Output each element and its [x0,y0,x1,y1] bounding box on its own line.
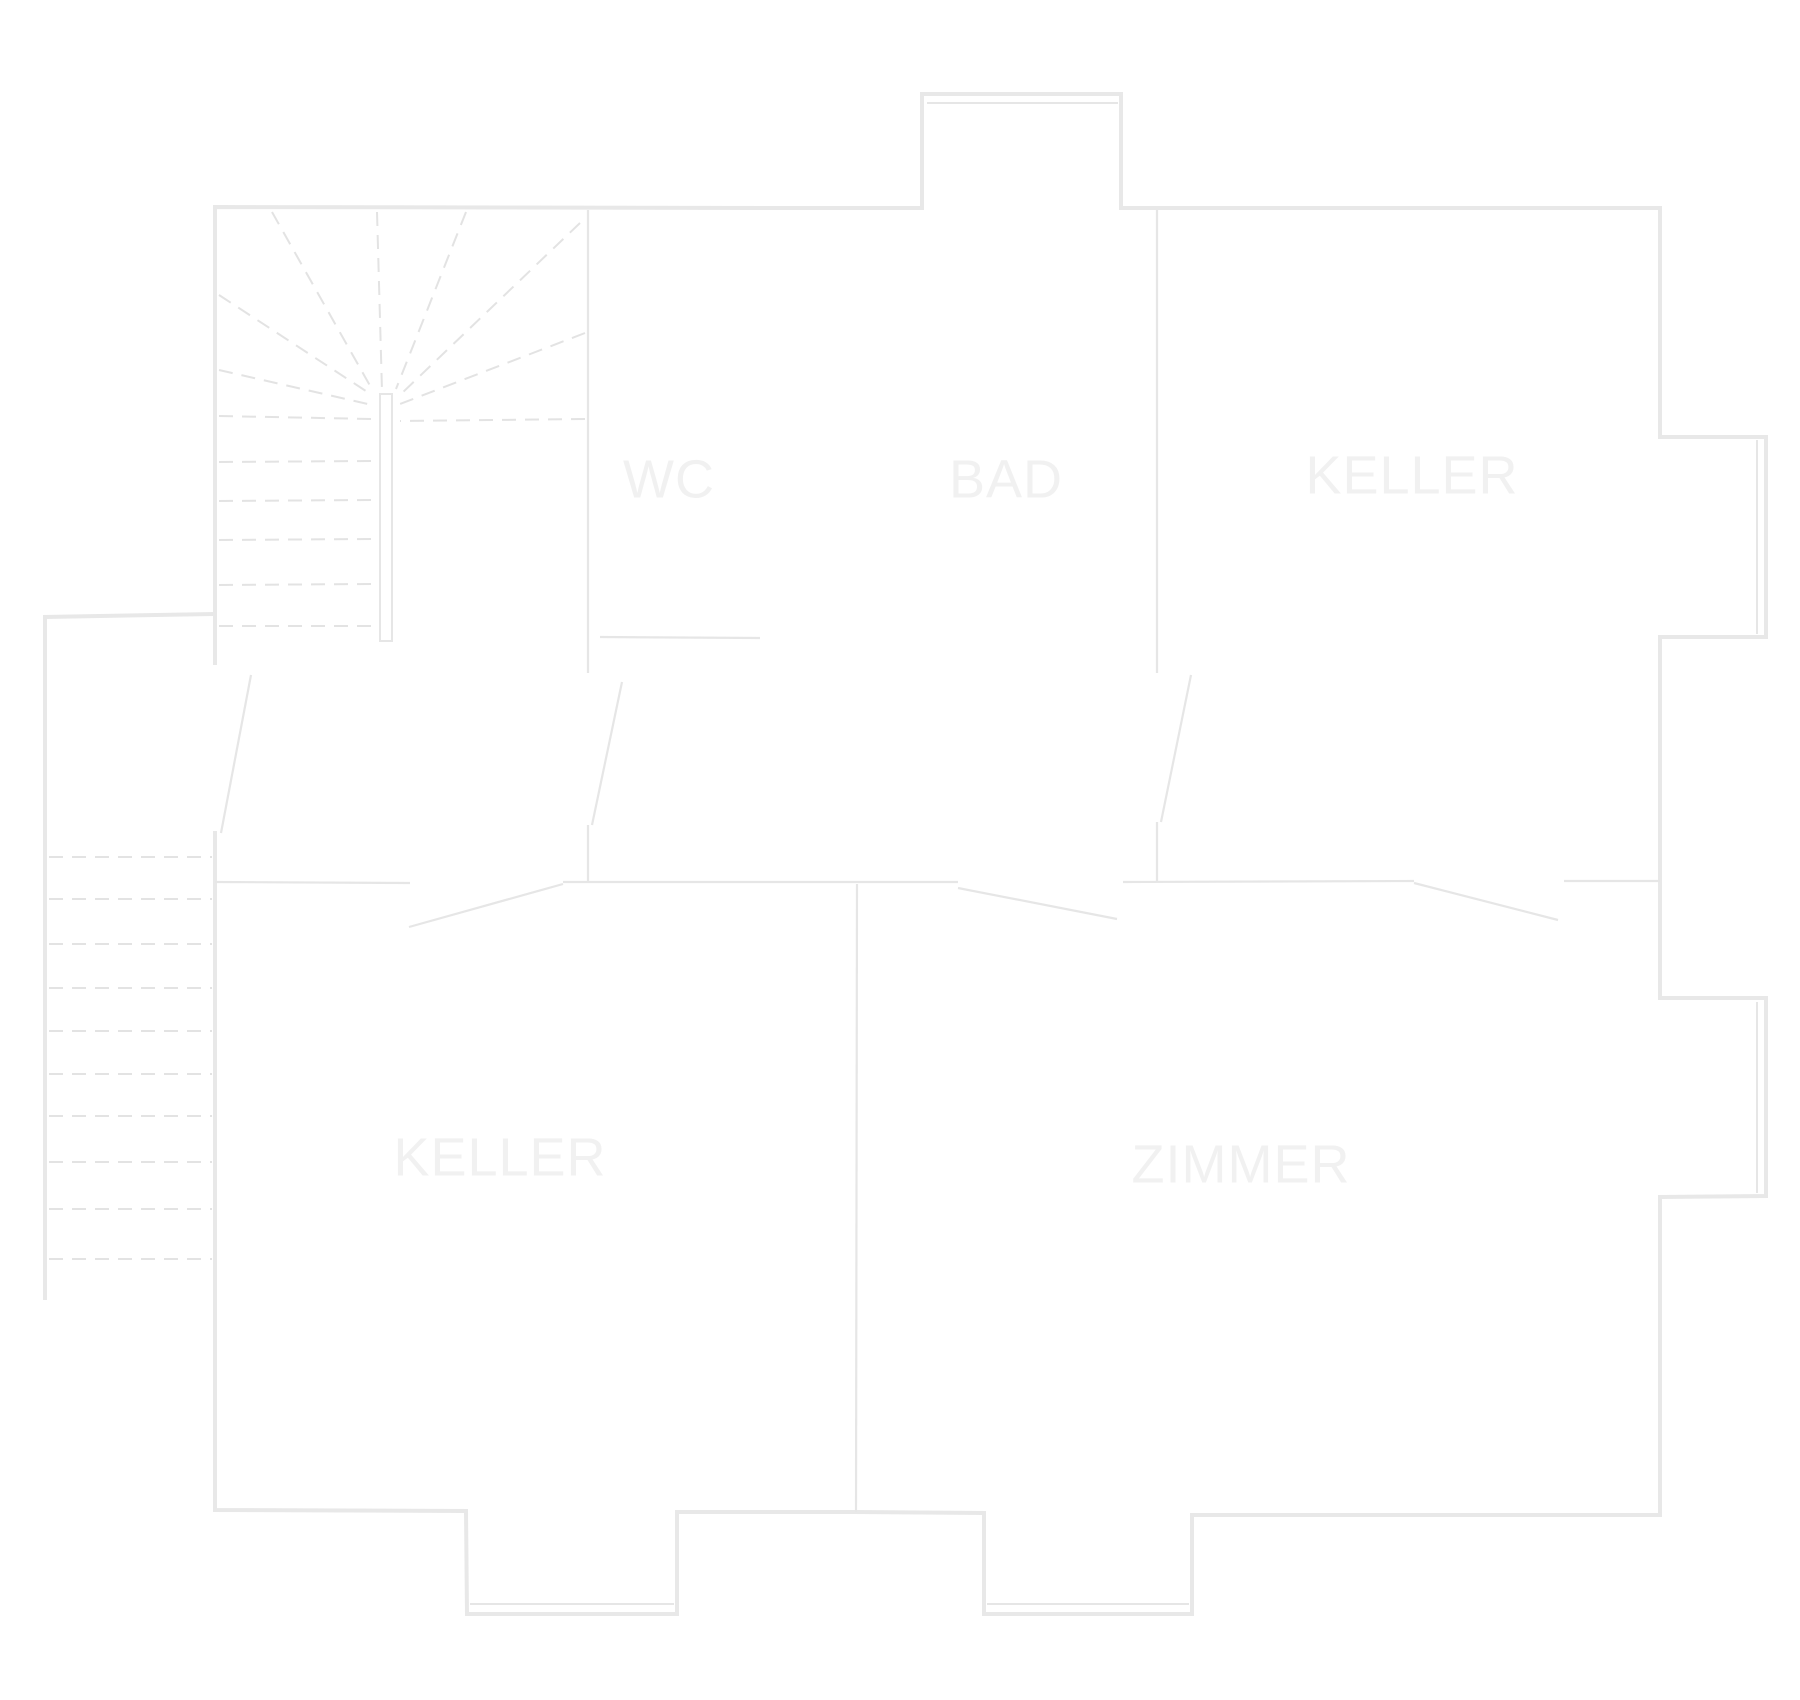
room-label-zimmer: ZIMMER [1132,1134,1351,1194]
stair-step [395,211,467,390]
room-label-bad: BAD [949,449,1063,509]
interior-walls [214,210,1660,1513]
room-label-keller-bottom: KELLER [393,1127,606,1187]
door-zimmer-right [1413,881,1559,922]
wall-corridor-south-a [214,880,411,885]
outer-wall-main [213,92,1768,1616]
door-keller-top [1159,674,1193,823]
door-wc [590,681,624,826]
stair-step [218,369,373,406]
interior-staircase [218,211,586,642]
windows [470,102,1758,1605]
door-zimmer [957,886,1118,921]
outer-wall-annex [43,611,216,1300]
stair-step [218,294,373,396]
exterior-staircase [49,856,212,1260]
wall-corridor-south-c [1122,879,1415,884]
stair-step [218,415,373,420]
outer-walls [43,92,1768,1616]
room-label-keller-top: KELLER [1305,445,1518,505]
stair-step [218,538,373,541]
stair-step [218,583,373,586]
room-label-wc: WC [623,449,715,509]
wall-keller-zimmer [854,883,859,1513]
stair-step [271,211,374,392]
stair-step [399,222,581,396]
doors [219,674,1559,929]
stair-step [399,332,586,405]
room-labels: WC BAD KELLER KELLER ZIMMER [393,445,1518,1194]
stair-step [399,418,586,422]
door-keller-bottom [408,882,564,929]
stair-newel [379,393,393,642]
stair-step [376,211,383,392]
door-stair [219,674,253,834]
stair-step [218,460,373,463]
wall-wc-stub [599,635,761,640]
stair-step [218,499,373,502]
